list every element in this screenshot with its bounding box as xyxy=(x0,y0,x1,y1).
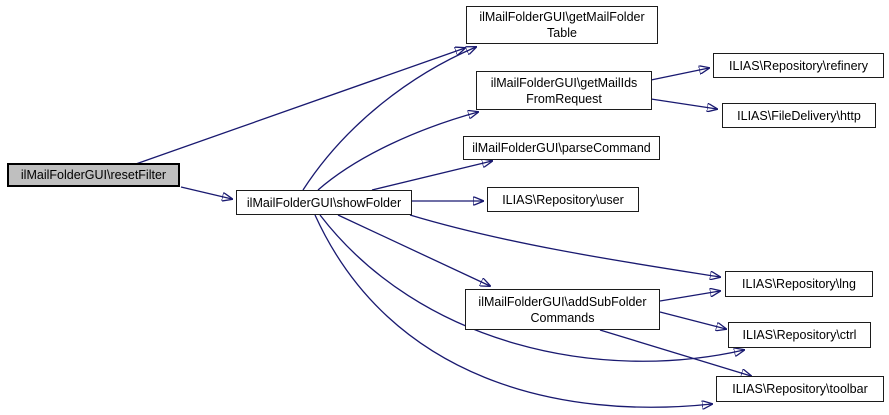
edge-reset-filter-to-get-mail-folder-table xyxy=(132,48,465,166)
node-ctrl[interactable]: ILIAS\Repository\ctrl xyxy=(728,322,871,348)
node-http[interactable]: ILIAS\FileDelivery\http xyxy=(722,103,876,128)
node-get-mail-folder-table-label-line1: ilMailFolderGUI\getMailFolder xyxy=(479,10,645,24)
edge-add-sub-folder-commands-to-lng xyxy=(659,291,720,302)
edge-show-folder-to-lng xyxy=(409,214,720,277)
node-user-label: ILIAS\Repository\user xyxy=(502,192,624,207)
node-http-label: ILIAS\FileDelivery\http xyxy=(737,108,861,123)
node-add-sub-folder-commands-label-line2: Commands xyxy=(530,310,595,325)
edge-show-folder-to-get-mail-folder-table xyxy=(302,47,476,191)
node-refinery[interactable]: ILIAS\Repository\refinery xyxy=(713,53,884,78)
node-toolbar-label: ILIAS\Repository\toolbar xyxy=(732,382,868,396)
node-get-mail-folder-table[interactable]: ilMailFolderGUI\getMailFolder Table xyxy=(466,6,658,44)
node-get-mail-ids-from-request[interactable]: ilMailFolderGUI\getMailIds FromRequest xyxy=(476,71,652,110)
node-add-sub-folder-commands-label-line1: ilMailFolderGUI\addSubFolder xyxy=(478,294,647,309)
node-parse-command-label: ilMailFolderGUI\parseCommand xyxy=(472,141,651,155)
node-toolbar[interactable]: ILIAS\Repository\toolbar xyxy=(716,376,884,402)
node-get-mail-folder-table-label-line2: Table xyxy=(547,26,577,40)
node-reset-filter: ilMailFolderGUI\resetFilter xyxy=(7,163,180,187)
node-user[interactable]: ILIAS\Repository\user xyxy=(487,187,639,212)
edge-show-folder-to-get-mail-ids-from-request xyxy=(317,112,478,191)
node-ctrl-label: ILIAS\Repository\ctrl xyxy=(742,328,857,342)
node-show-folder[interactable]: ilMailFolderGUI\showFolder xyxy=(236,190,412,215)
node-get-mail-ids-from-request-label-line1: ilMailFolderGUI\getMailIds xyxy=(490,75,638,90)
node-lng-label: ILIAS\Repository\lng xyxy=(742,277,856,291)
edge-show-folder-to-parse-command xyxy=(371,161,492,191)
node-parse-command[interactable]: ilMailFolderGUI\parseCommand xyxy=(463,136,660,160)
node-get-mail-ids-from-request-label-line2: FromRequest xyxy=(526,91,602,106)
edge-add-sub-folder-commands-to-ctrl xyxy=(659,311,726,329)
node-refinery-label: ILIAS\Repository\refinery xyxy=(729,58,868,73)
edge-get-mail-ids-from-request-to-http xyxy=(650,98,717,109)
node-add-sub-folder-commands[interactable]: ilMailFolderGUI\addSubFolder Commands xyxy=(465,289,660,330)
node-reset-filter-label: ilMailFolderGUI\resetFilter xyxy=(20,168,167,182)
node-show-folder-label: ilMailFolderGUI\showFolder xyxy=(246,195,402,210)
edge-get-mail-ids-from-request-to-refinery xyxy=(650,68,709,81)
edge-reset-filter-to-show-folder xyxy=(180,186,232,199)
node-lng[interactable]: ILIAS\Repository\lng xyxy=(725,271,873,297)
edge-add-sub-folder-commands-to-toolbar xyxy=(599,329,751,376)
edge-show-folder-to-toolbar xyxy=(314,214,712,407)
edge-show-folder-to-ctrl xyxy=(319,214,744,362)
edge-show-folder-to-add-sub-folder-commands xyxy=(337,214,490,286)
